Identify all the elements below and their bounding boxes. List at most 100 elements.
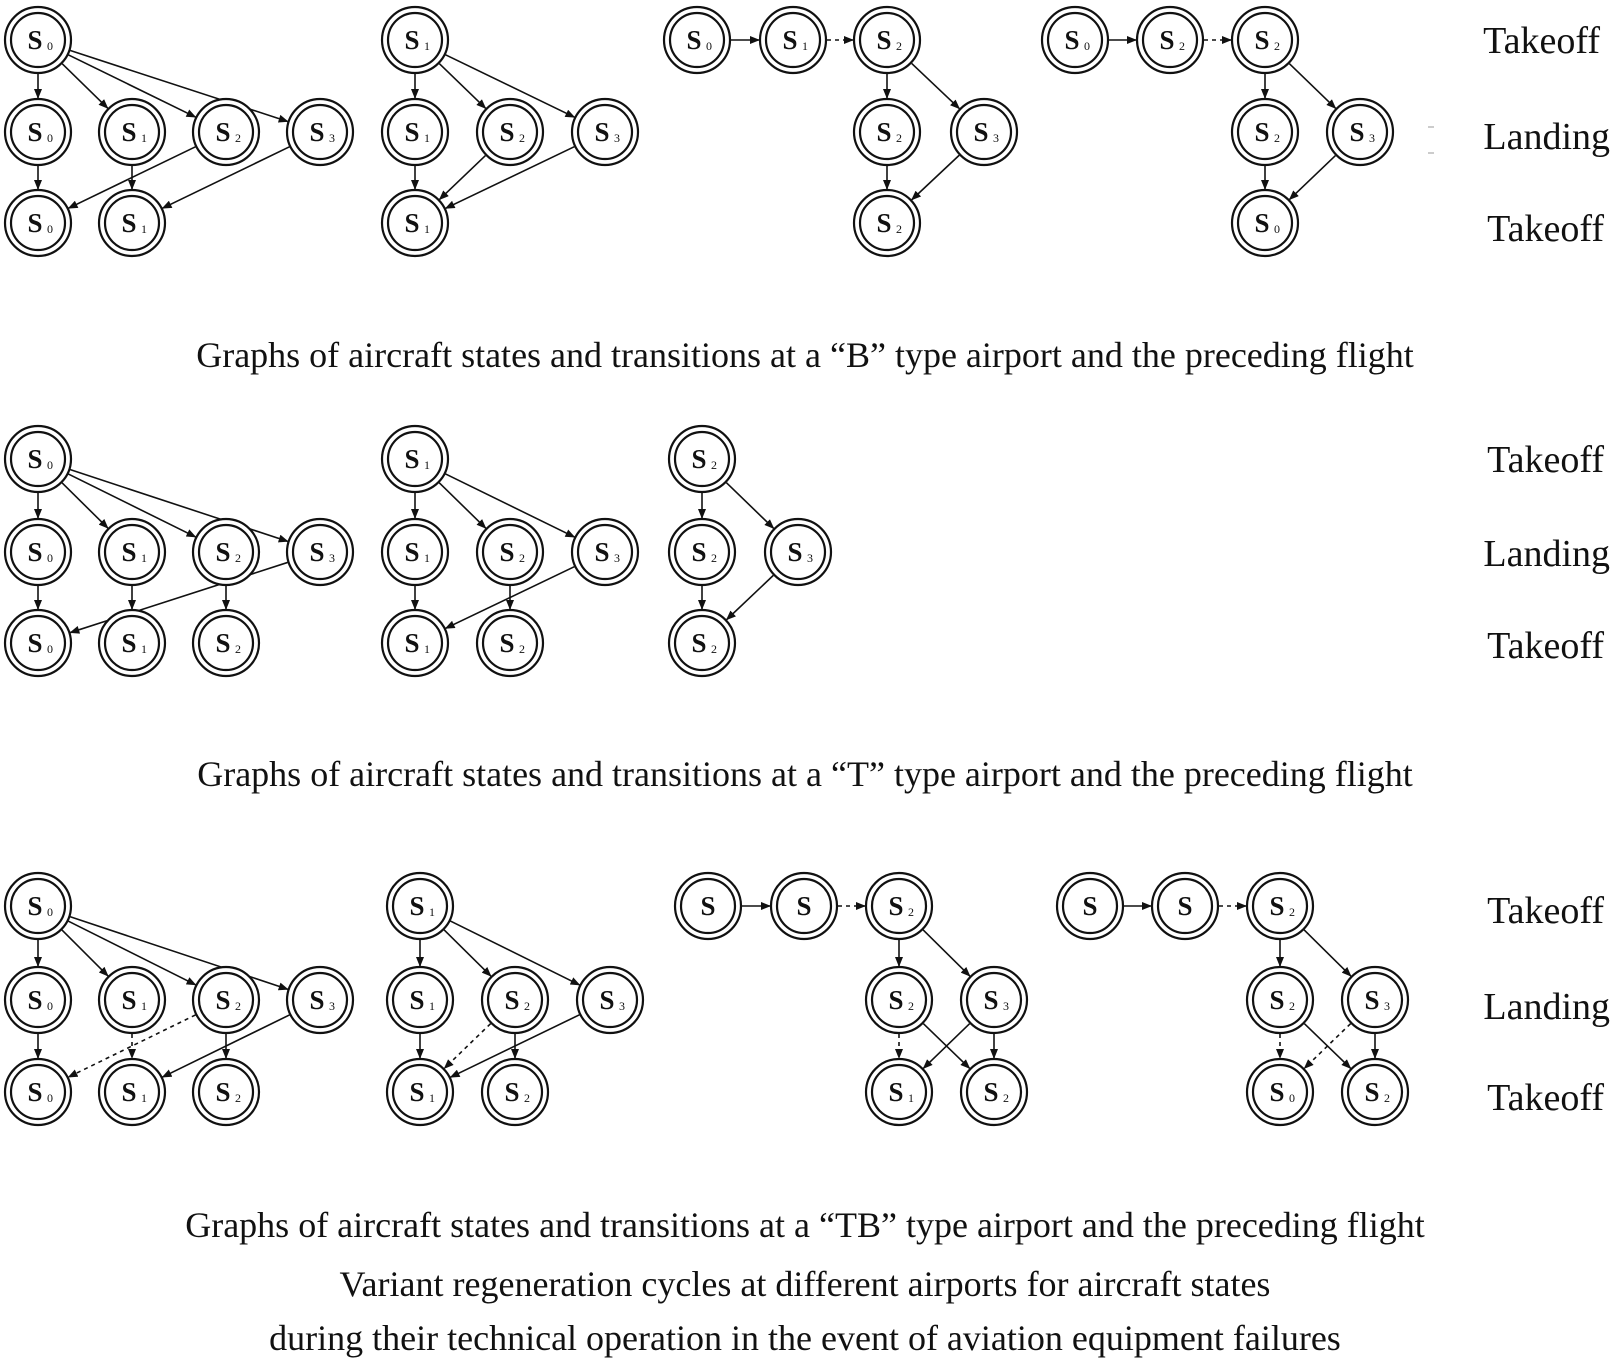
state-node-label: S: [404, 628, 419, 658]
state-node-label: S: [215, 985, 230, 1015]
state-node-label: S: [1269, 891, 1284, 921]
state-node-inner-ring: [291, 103, 349, 161]
state-node-subscript: 3: [329, 999, 335, 1013]
state-node-label: S: [700, 891, 715, 921]
state-node-inner-ring: [9, 523, 67, 581]
state-node-label: S: [1269, 985, 1284, 1015]
state-node-subscript: 1: [141, 642, 147, 656]
state-node-subscript: 1: [141, 551, 147, 565]
row-labels-tb: Takeoff Landing Takeoff: [1483, 890, 1610, 1119]
transition-arrow: [70, 468, 289, 543]
state-node-inner-ring: [103, 614, 161, 672]
state-node-label: S: [504, 985, 519, 1015]
state-node-inner-ring: [386, 430, 444, 488]
state-node-inner-ring: [386, 523, 444, 581]
state-node-subscript: 1: [802, 39, 808, 53]
transition-arrow: [445, 54, 576, 118]
transition-arrow: [70, 915, 289, 991]
transition-arrow: [67, 146, 196, 209]
transition-arrow: [725, 482, 775, 530]
transition-arrow: [438, 63, 487, 110]
state-node-subscript: 2: [1384, 1091, 1390, 1105]
state-node-inner-ring: [673, 614, 731, 672]
state-node-label: S: [121, 985, 136, 1015]
transition-arrow: [69, 561, 288, 634]
state-node-subscript: 2: [524, 1091, 530, 1105]
state-node-subscript: 2: [711, 642, 717, 656]
state-node-subscript: 1: [424, 458, 430, 472]
state-node-label: S: [1064, 25, 1079, 55]
state-node-inner-ring: [965, 971, 1023, 1029]
state-node-label: S: [888, 985, 903, 1015]
state-node-subscript: 0: [47, 551, 53, 565]
state-node-label: S: [876, 208, 891, 238]
state-node-label: S: [404, 537, 419, 567]
state-node-subscript: 1: [424, 39, 430, 53]
state-node-subscript: 2: [896, 39, 902, 53]
figure-title-line1: Variant regeneration cycles at different…: [340, 1264, 1271, 1304]
state-node-label: S: [1269, 1077, 1284, 1107]
transition-arrow: [68, 54, 197, 118]
row-labels-b: Takeoff Landing Takeoff: [1428, 20, 1610, 250]
caption-t-airport: Graphs of aircraft states and transition…: [197, 754, 1413, 794]
state-node-label: S: [404, 117, 419, 147]
state-node-label: S: [27, 985, 42, 1015]
state-node-label: S: [27, 537, 42, 567]
transition-arrow: [444, 145, 575, 210]
state-node-label: S: [409, 985, 424, 1015]
state-node-subscript: 2: [1274, 131, 1280, 145]
state-node-label: S: [888, 891, 903, 921]
state-node-subscript: 0: [47, 905, 53, 919]
state-node-inner-ring: [103, 971, 161, 1029]
state-node-label: S: [691, 537, 706, 567]
state-node-label: S: [1364, 1077, 1379, 1107]
state-node-label: S: [876, 117, 891, 147]
state-node-inner-ring: [9, 1063, 67, 1121]
state-node-inner-ring: [9, 103, 67, 161]
state-node-label: S: [499, 117, 514, 147]
transition-arrow: [438, 482, 487, 529]
row-label-landing: Landing: [1483, 116, 1610, 158]
state-node-subscript: 2: [235, 642, 241, 656]
row-label-takeoff: Takeoff: [1483, 20, 1600, 62]
state-node-subscript: 2: [1003, 1091, 1009, 1105]
row-label-takeoff: Takeoff: [1487, 1077, 1604, 1119]
state-node-inner-ring: [103, 523, 161, 581]
state-node-label: S: [796, 891, 811, 921]
state-node-subscript: 2: [1289, 999, 1295, 1013]
transition-arrow-dashed: [443, 1023, 492, 1070]
state-node-subscript: 1: [429, 999, 435, 1013]
state-node-label: S: [1364, 985, 1379, 1015]
state-node-inner-ring: [291, 971, 349, 1029]
state-node-subscript: 1: [424, 642, 430, 656]
state-node-inner-ring: [197, 1063, 255, 1121]
state-node-subscript: 0: [1289, 1091, 1295, 1105]
state-node-subscript: 3: [329, 131, 335, 145]
state-node-label: S: [309, 117, 324, 147]
state-node-inner-ring: [103, 194, 161, 252]
state-node-inner-ring: [1141, 11, 1199, 69]
